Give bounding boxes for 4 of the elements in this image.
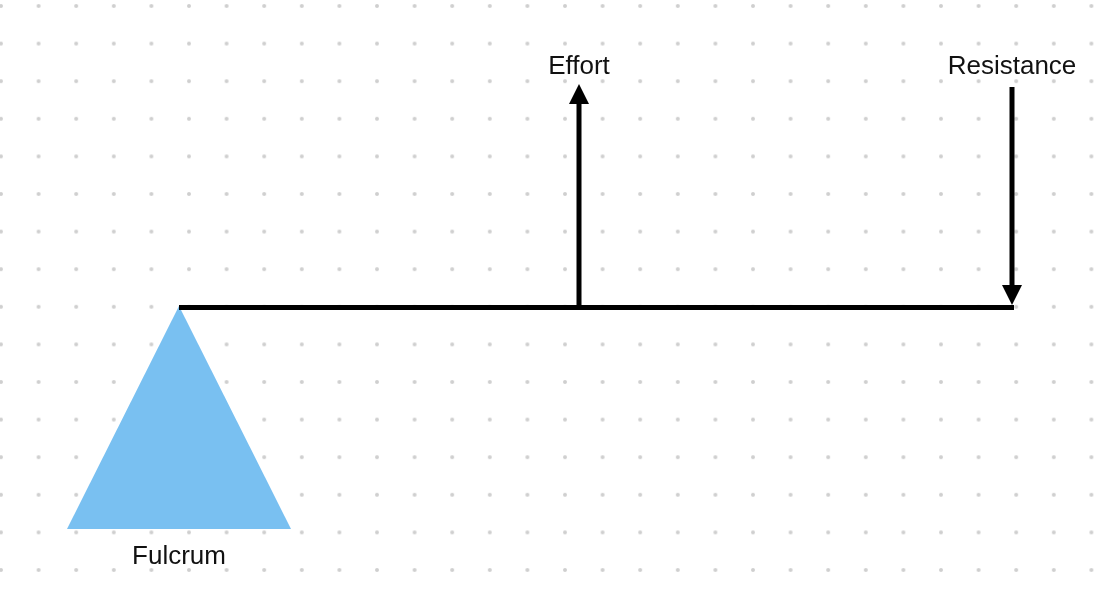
fulcrum-triangle <box>67 306 291 529</box>
part-label: Fulcrum <box>132 540 226 570</box>
force-label: Effort <box>548 50 610 80</box>
force-label: Resistance <box>947 50 1077 80</box>
